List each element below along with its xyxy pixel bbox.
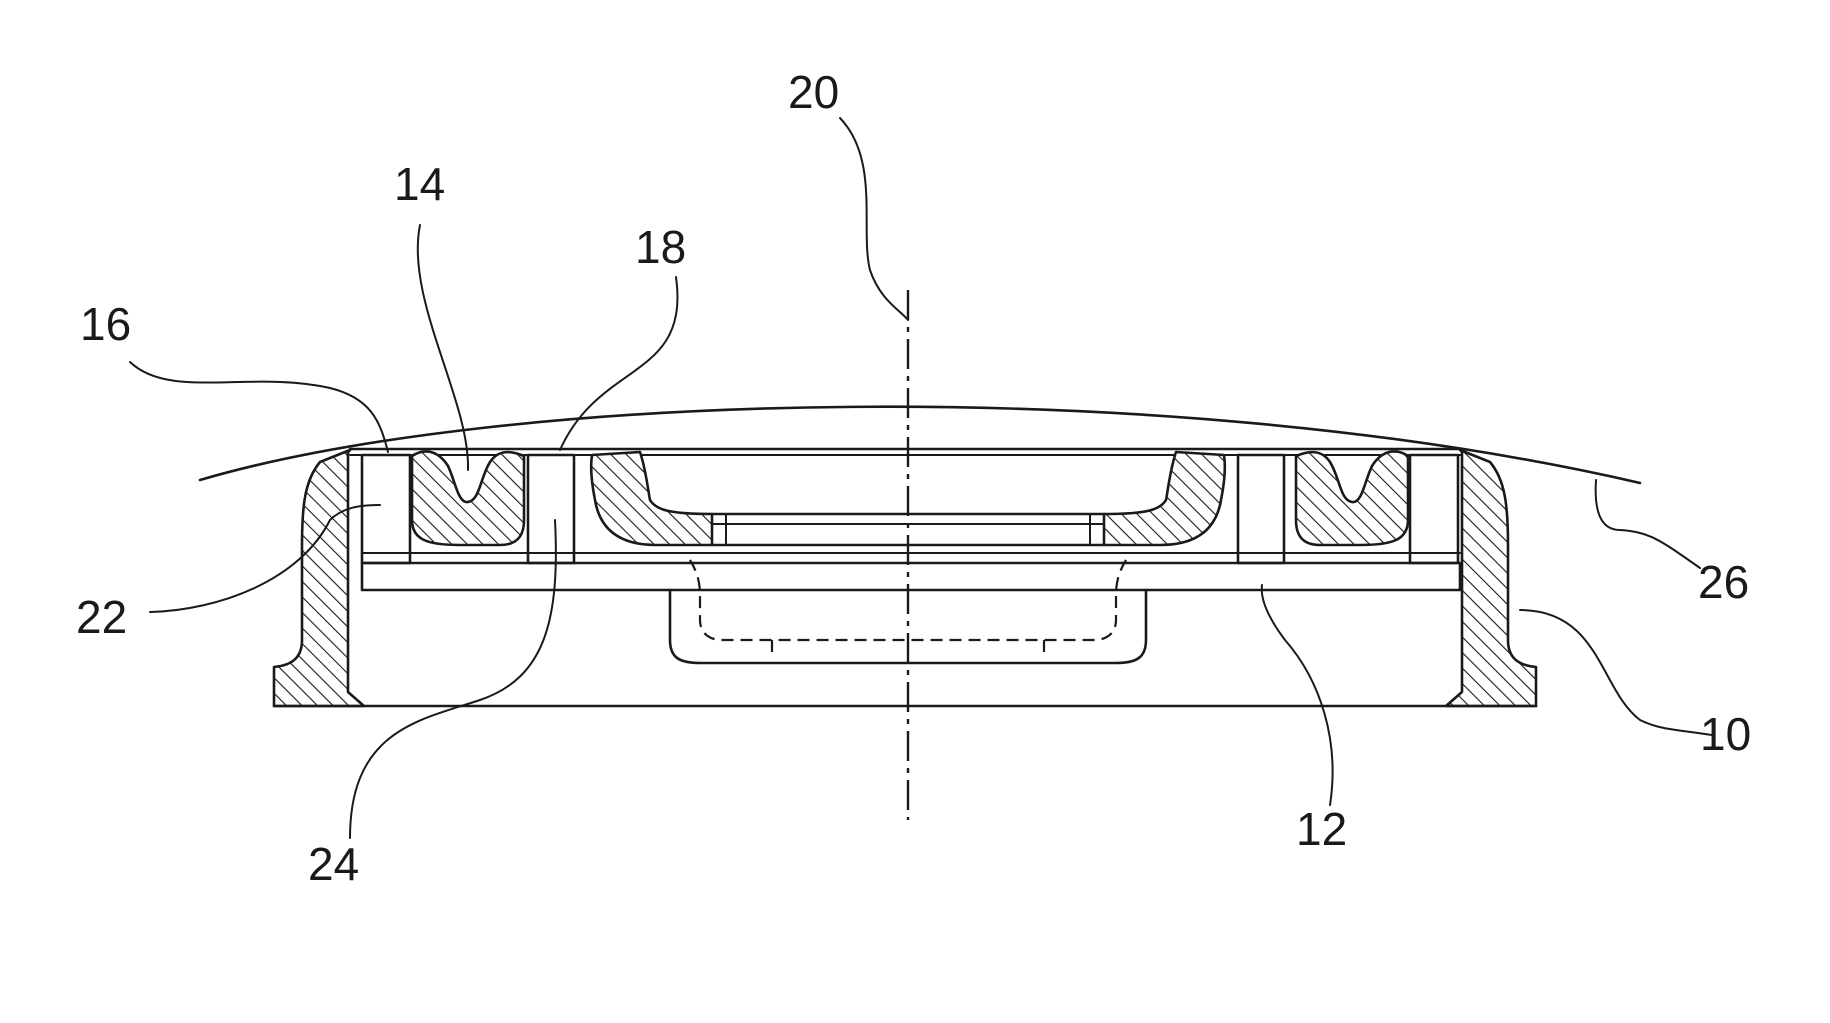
label-26: 26 (1698, 556, 1749, 608)
label-18: 18 (635, 221, 686, 273)
leader-24 (350, 520, 556, 838)
opening-left (362, 455, 410, 563)
label-20: 20 (788, 66, 839, 118)
plate (362, 563, 1460, 590)
leader-26 (1596, 480, 1700, 568)
leader-12 (1262, 585, 1333, 805)
inner-lip-right (1104, 452, 1225, 545)
post-right (1238, 455, 1284, 563)
inner-lip-left (591, 452, 712, 545)
opening-right (1410, 455, 1458, 563)
seal-right (1296, 451, 1408, 545)
label-16: 16 (80, 298, 131, 350)
housing-left-wall (274, 450, 364, 706)
leader-10 (1520, 610, 1712, 735)
post-left (528, 455, 574, 563)
leader-18 (560, 277, 677, 450)
leader-16 (130, 362, 388, 452)
leader-20 (840, 118, 908, 320)
label-24: 24 (308, 838, 359, 890)
label-22: 22 (76, 591, 127, 643)
label-12: 12 (1296, 803, 1347, 855)
label-14: 14 (394, 158, 445, 210)
label-10: 10 (1700, 708, 1751, 760)
